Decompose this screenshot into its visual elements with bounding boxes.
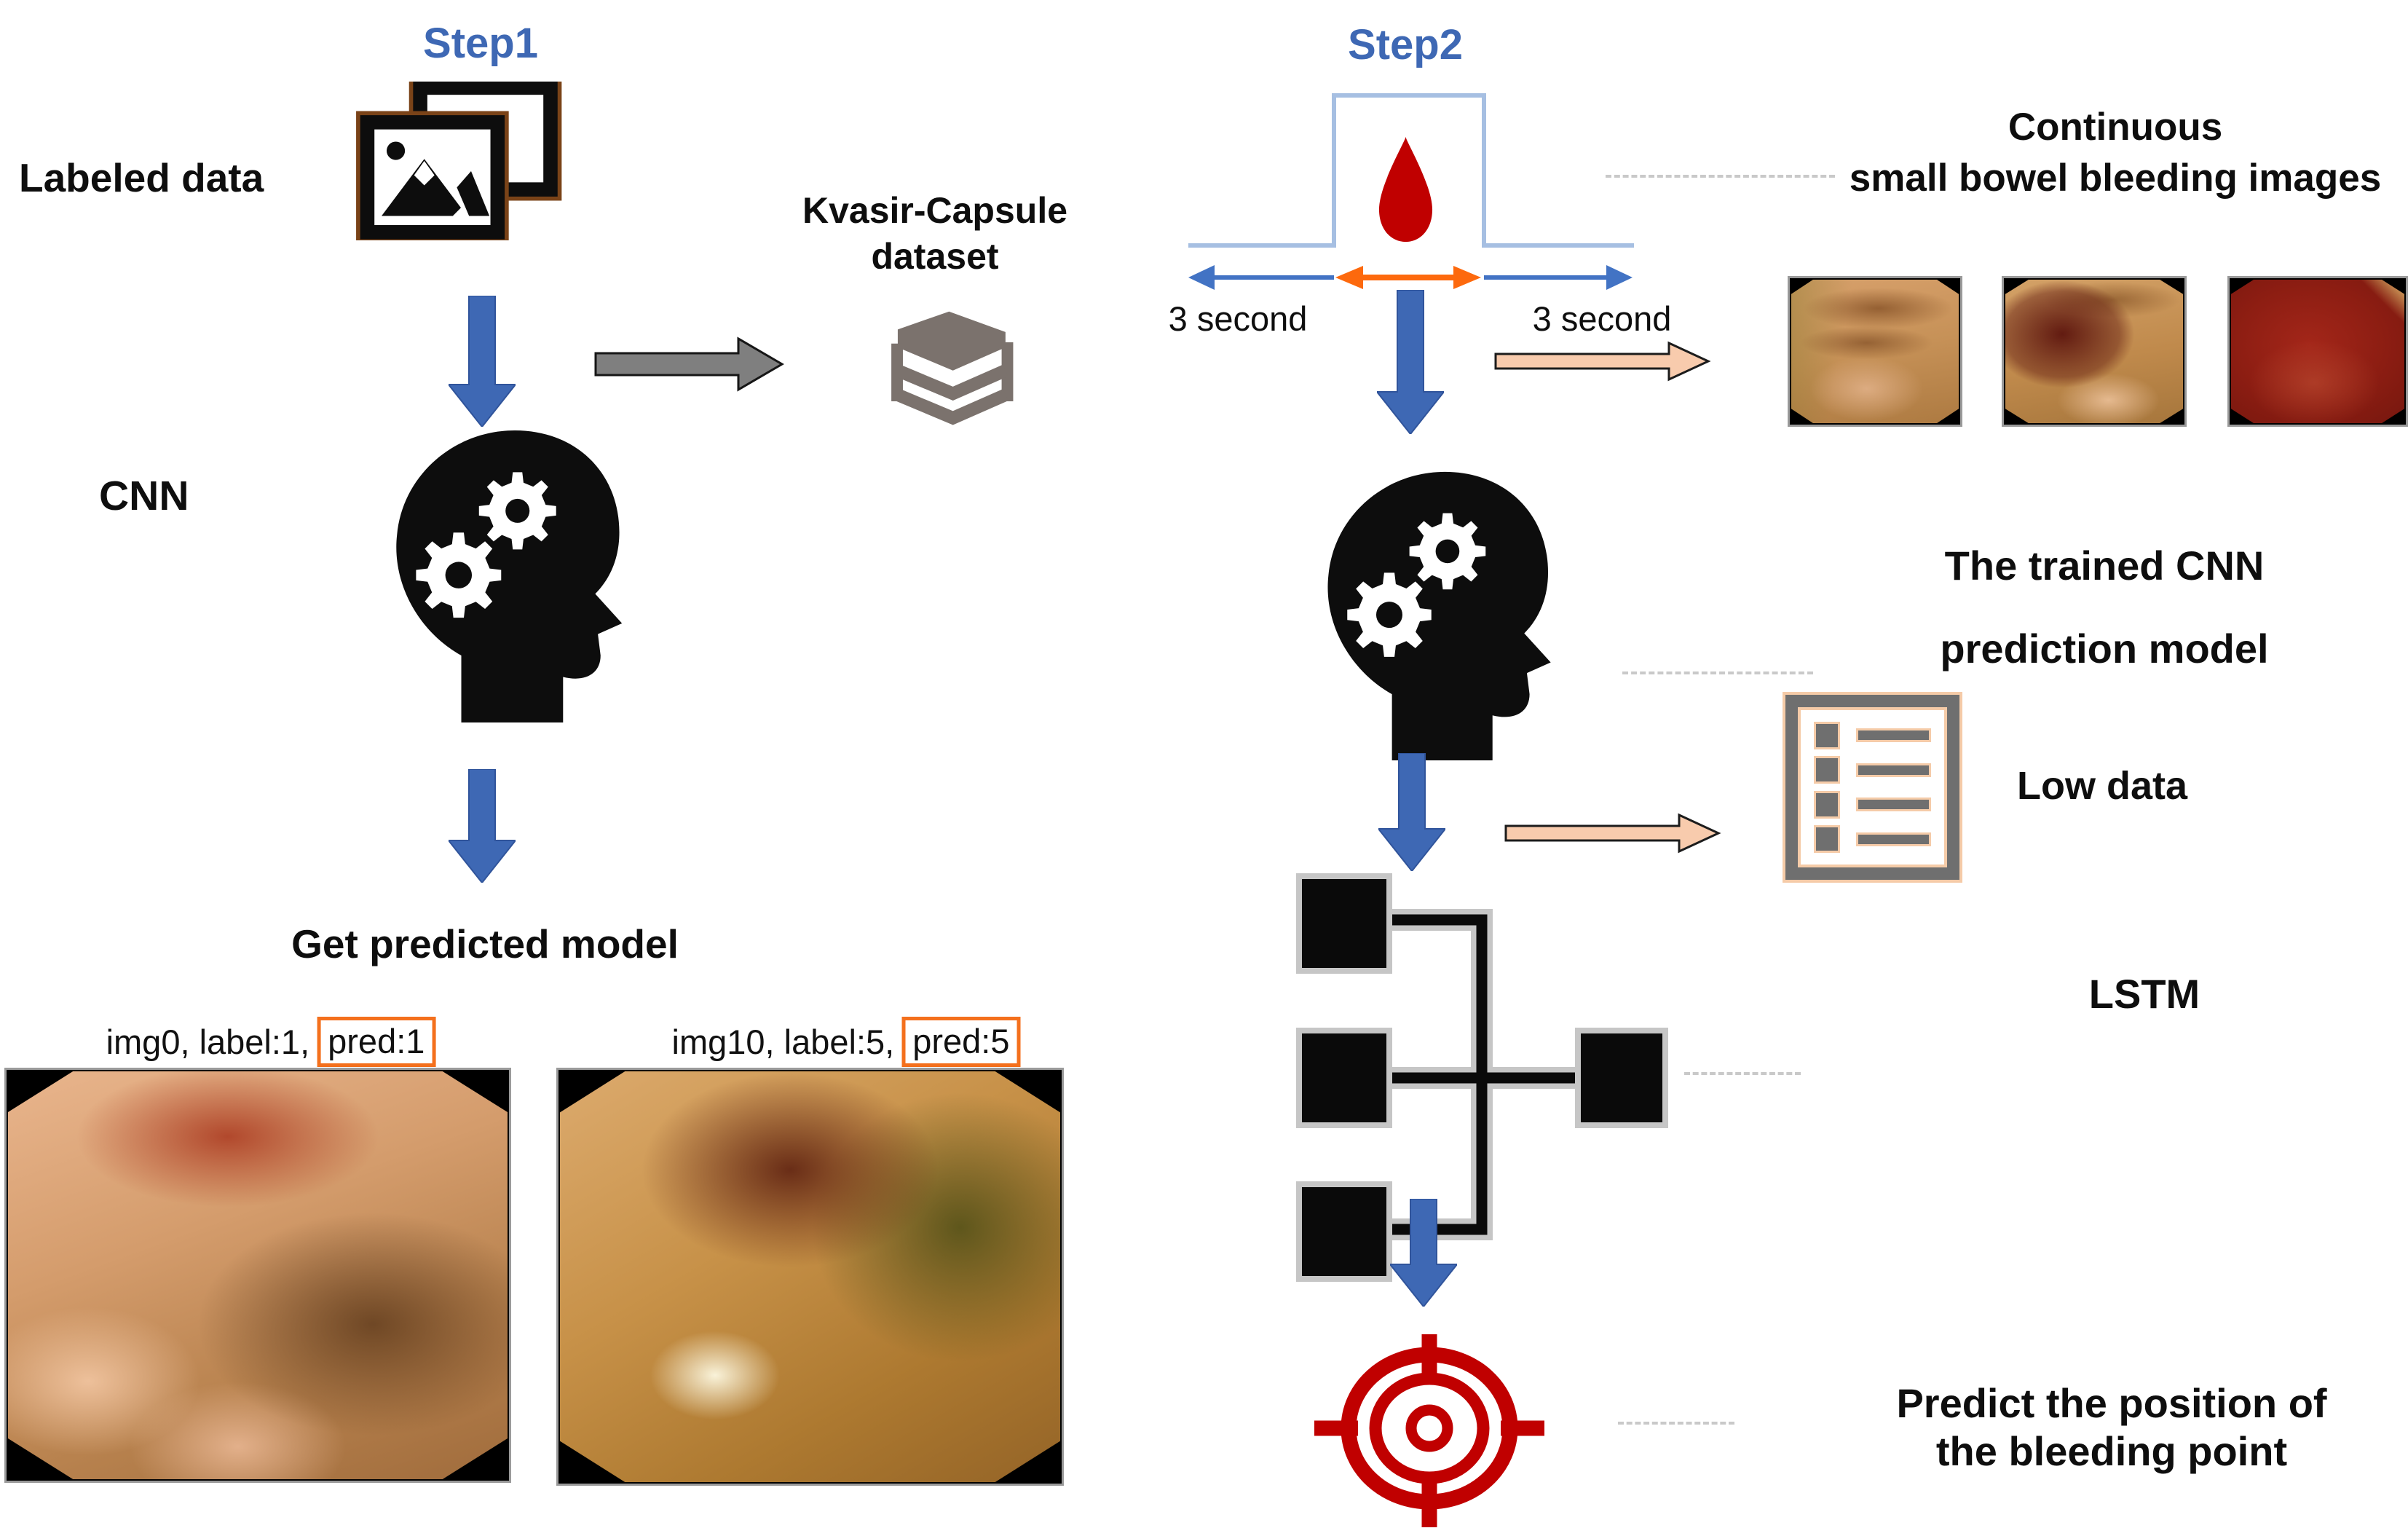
down-arrow-icon bbox=[449, 769, 516, 883]
right-arrow-peach-icon bbox=[1504, 813, 1721, 854]
predict-position-line2: the bleeding point bbox=[1935, 1428, 2288, 1474]
caption-text: img10, label:5, bbox=[671, 1023, 895, 1061]
right-arrow-gray-icon bbox=[594, 336, 785, 392]
brain-gears-icon bbox=[360, 422, 638, 722]
window-seconds-right: 3 second bbox=[1532, 299, 1672, 338]
down-arrow-icon bbox=[1378, 753, 1445, 871]
caption-text: img0, label:1, bbox=[106, 1023, 310, 1061]
pulse-wave-icon bbox=[1187, 93, 1635, 248]
pred-highlight-box: pred:5 bbox=[901, 1017, 1021, 1067]
kvasir-dataset-line2: dataset bbox=[871, 236, 999, 277]
down-arrow-icon bbox=[1377, 290, 1444, 434]
list-row bbox=[1814, 721, 1931, 749]
lstm-node bbox=[1296, 1181, 1392, 1282]
target-icon bbox=[1313, 1334, 1546, 1528]
predict-position-line1: Predict the position of bbox=[1896, 1380, 2327, 1426]
measure-arrows-icon bbox=[1187, 261, 1634, 294]
bleeding-frame-1 bbox=[1788, 276, 1962, 427]
lstm-node bbox=[1575, 1028, 1668, 1128]
cnn-label: CNN bbox=[99, 473, 189, 519]
brain-gears-icon bbox=[1292, 464, 1566, 760]
dashed-connector bbox=[1684, 1072, 1801, 1075]
step1-title: Step1 bbox=[423, 20, 538, 67]
list-row bbox=[1814, 825, 1931, 854]
endoscopy-photo bbox=[2231, 280, 2404, 423]
prediction-caption: img10, label:5, pred:5 bbox=[672, 1017, 1021, 1067]
window-seconds-left: 3 second bbox=[1168, 299, 1308, 338]
endoscopy-photo bbox=[1791, 280, 1959, 423]
lstm-label: LSTM bbox=[2088, 971, 2200, 1017]
bleeding-frame-3 bbox=[2227, 276, 2408, 427]
blood-drop-icon bbox=[1376, 134, 1435, 245]
endoscopy-photo bbox=[2005, 280, 2183, 423]
kvasir-dataset-line1: Kvasir-Capsule bbox=[802, 190, 1068, 231]
trained-cnn-line1: The trained CNN bbox=[1944, 543, 2265, 588]
dashed-connector bbox=[1622, 672, 1813, 674]
lstm-node bbox=[1296, 1028, 1392, 1128]
photos-icon bbox=[355, 82, 567, 240]
list-row bbox=[1814, 790, 1931, 819]
pred-highlight-box: pred:1 bbox=[317, 1017, 436, 1067]
continuous-images-line1: Continuous bbox=[2008, 106, 2223, 149]
down-arrow-icon bbox=[1390, 1199, 1457, 1307]
endoscopy-image-1 bbox=[4, 1068, 511, 1483]
list-icon bbox=[1783, 692, 1962, 883]
labeled-data-label: Labeled data bbox=[19, 155, 264, 200]
step2-title: Step2 bbox=[1348, 21, 1463, 68]
endoscopy-photo bbox=[8, 1071, 508, 1479]
trained-cnn-line2: prediction model bbox=[1940, 626, 2269, 672]
list-row bbox=[1814, 756, 1931, 784]
endoscopy-photo bbox=[560, 1071, 1060, 1482]
prediction-caption: img0, label:1, pred:1 bbox=[106, 1017, 436, 1067]
lstm-node bbox=[1296, 873, 1392, 974]
kvasir-dataset-label: Kvasir-Capsule dataset bbox=[802, 188, 1067, 280]
books-icon bbox=[849, 309, 1021, 440]
bleeding-frame-2 bbox=[2002, 276, 2187, 427]
dashed-connector bbox=[1618, 1422, 1734, 1425]
get-predicted-model-label: Get predicted model bbox=[291, 921, 679, 966]
continuous-images-line2: small bowel bleeding images bbox=[1849, 157, 2382, 200]
list-icon-rows bbox=[1798, 707, 1947, 867]
low-data-label: Low data bbox=[2017, 764, 2188, 808]
right-arrow-peach-icon bbox=[1494, 341, 1711, 382]
dashed-connector bbox=[1606, 175, 1835, 178]
down-arrow-icon bbox=[449, 296, 516, 427]
endoscopy-image-2 bbox=[556, 1068, 1064, 1486]
